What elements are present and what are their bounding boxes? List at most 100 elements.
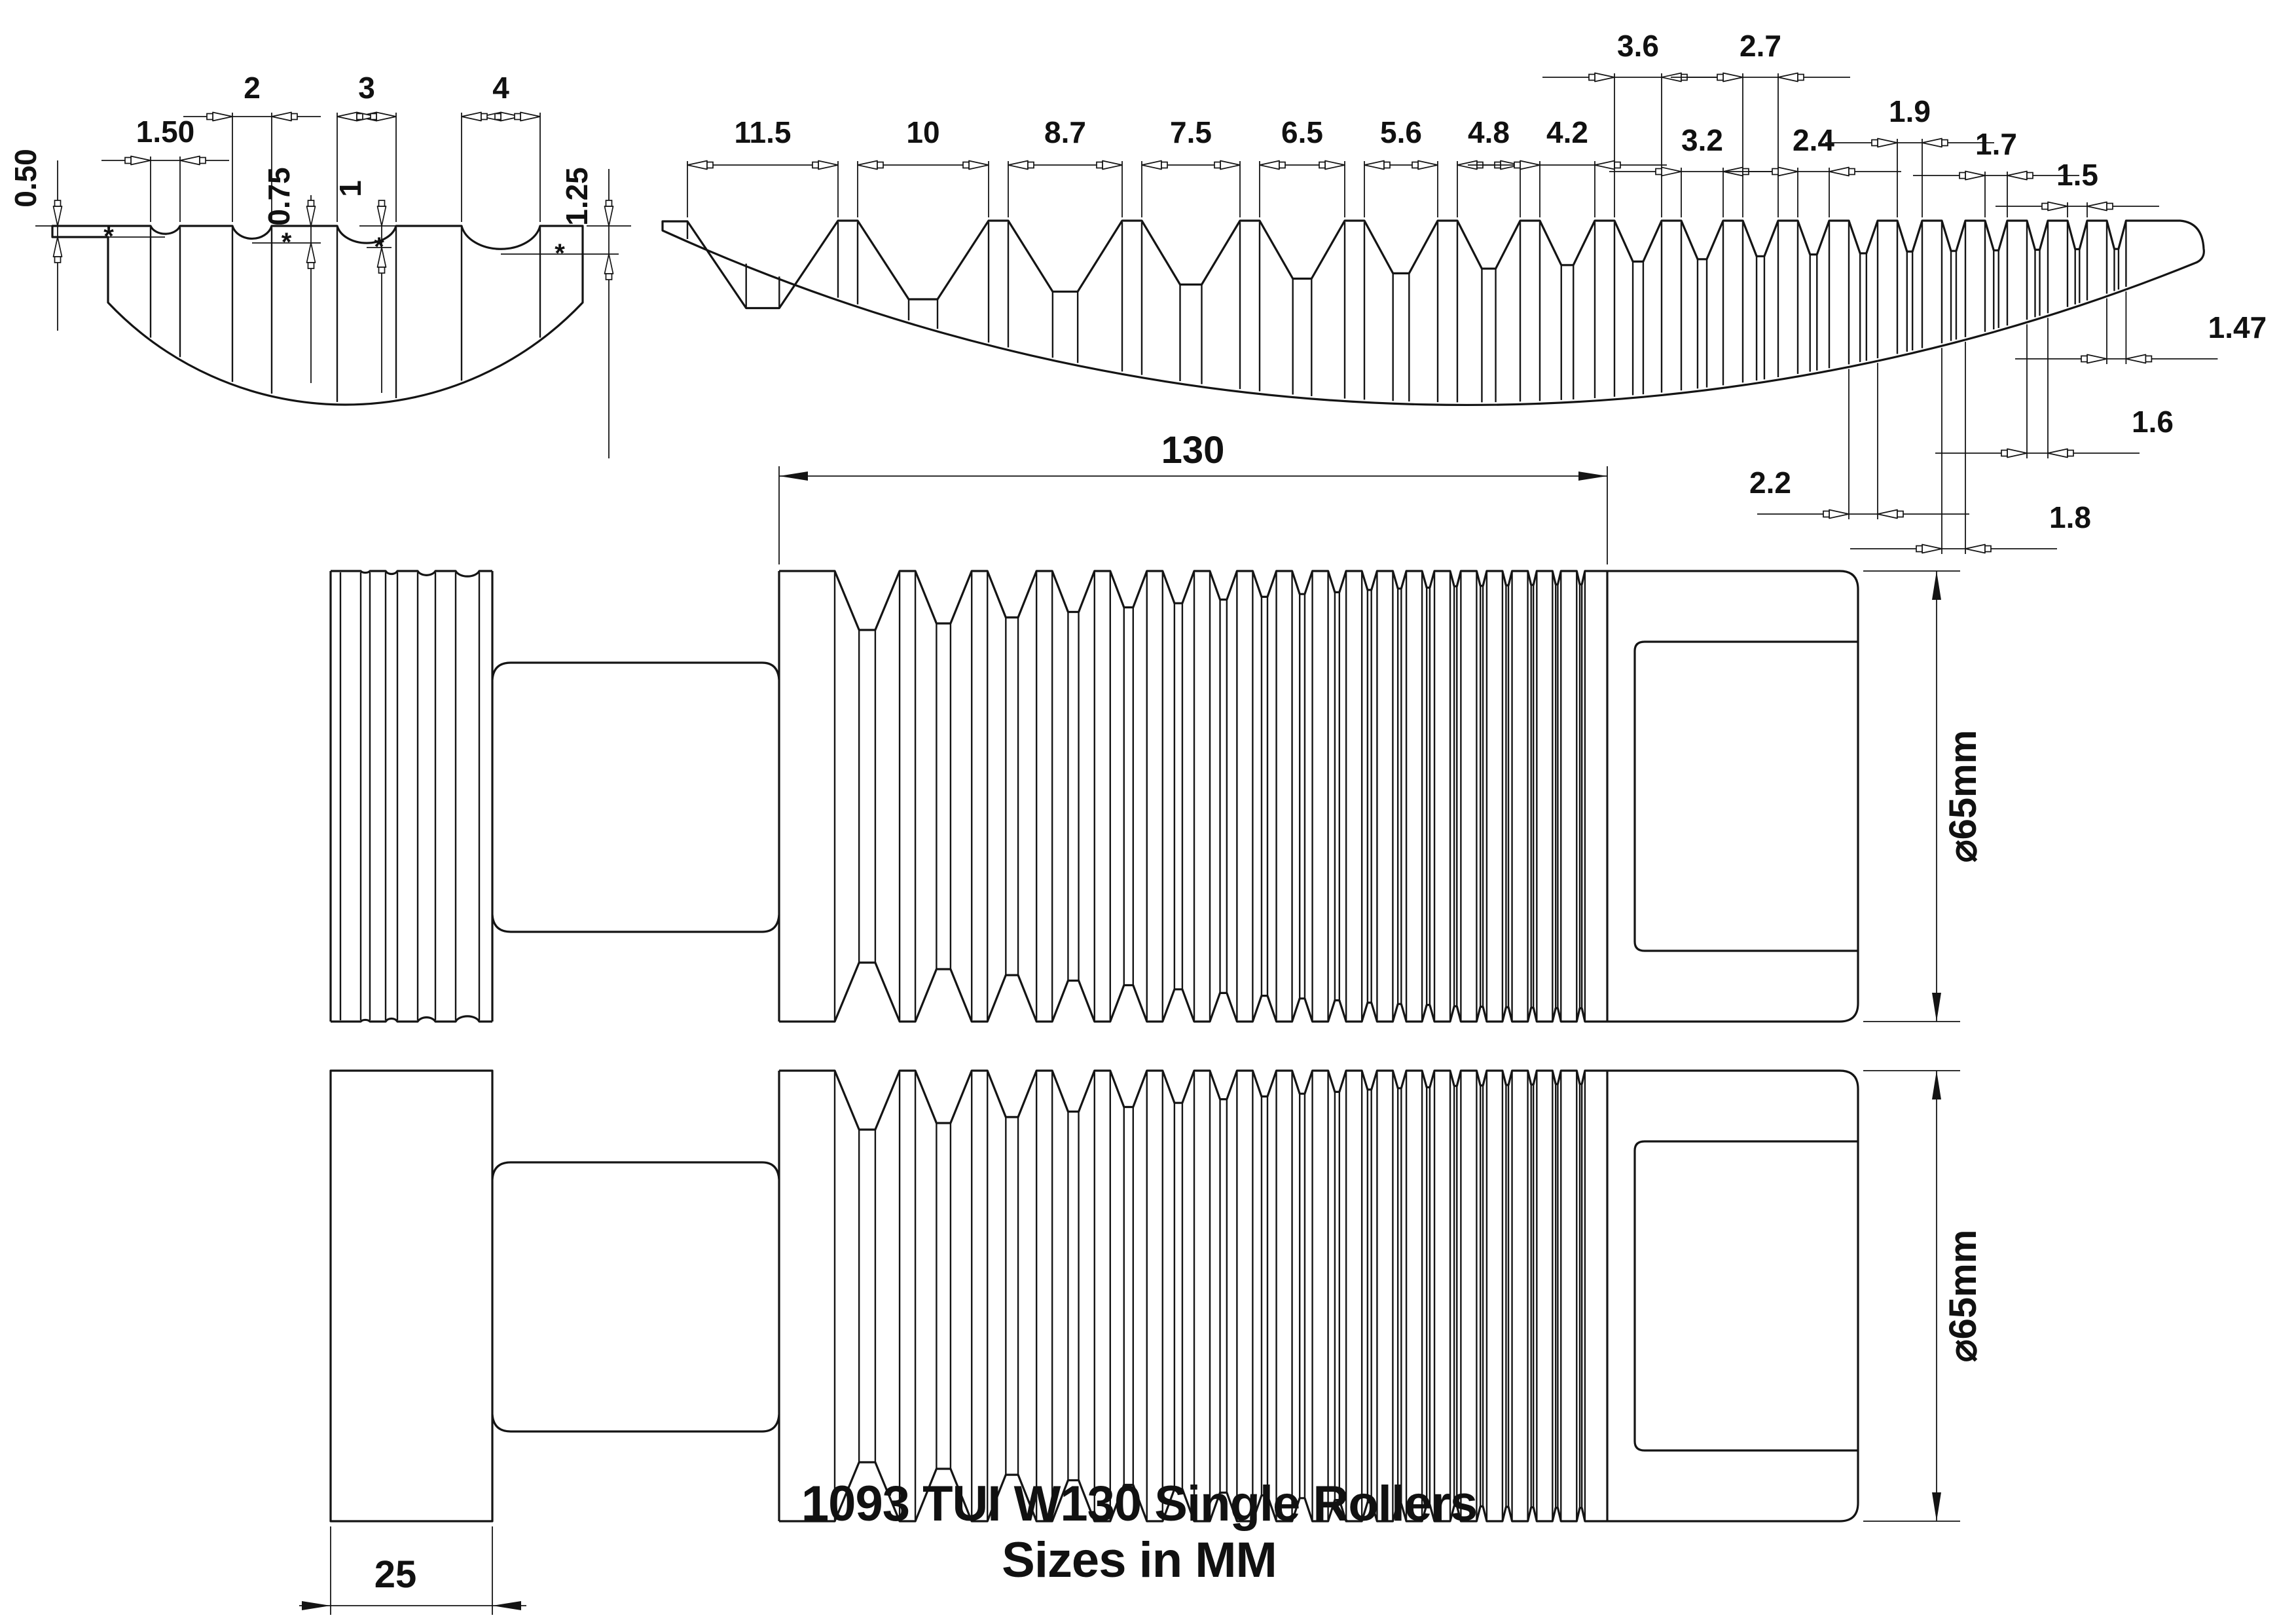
arrowhead: [818, 160, 839, 170]
arrowhead-tail: [1614, 161, 1621, 169]
hub-outline-top: [331, 570, 492, 578]
dimension-label: 3.2: [1681, 123, 1723, 157]
dimension-label: 5.6: [1380, 115, 1422, 149]
arrowhead: [52, 236, 63, 257]
arrowhead-tail: [1161, 161, 1168, 169]
arrowhead-tail: [1514, 161, 1521, 169]
dimension-label: 1: [333, 180, 367, 197]
arrowhead-tail: [1772, 168, 1779, 175]
shaft-line-top: [491, 661, 780, 680]
dimension-label: 1.47: [2208, 310, 2267, 344]
arrowhead: [857, 160, 878, 170]
barrel-outline-top: [779, 570, 1607, 631]
arrowhead: [376, 111, 397, 122]
hub-outline-bottom: [331, 1015, 492, 1023]
arrowhead-tail: [2081, 355, 2088, 363]
arrowhead-tail: [2026, 172, 2033, 179]
arrowhead-tail: [1897, 510, 1904, 518]
arrowhead-tail: [199, 157, 206, 164]
arrowhead: [271, 111, 292, 122]
asterisk-mark: *: [103, 222, 114, 251]
arrowhead: [1922, 138, 1942, 148]
arrowhead: [1777, 166, 1798, 177]
arrowhead-tail: [1717, 73, 1724, 81]
arrowhead: [968, 160, 989, 170]
arrowhead: [461, 111, 482, 122]
arrowhead-tail: [378, 267, 386, 274]
arrowhead-tail: [514, 113, 521, 120]
arrowhead: [1008, 160, 1029, 170]
dimension-label: 1.25: [560, 167, 594, 226]
arrowhead-tail: [124, 157, 132, 164]
asterisk-mark: *: [374, 232, 384, 261]
dimension-label: 2.2: [1749, 466, 1791, 500]
arrowhead: [2125, 354, 2147, 364]
drawing-title-line1: 1093 TUI W130 Single Rollers: [801, 1476, 1477, 1532]
dimension-label: 3: [358, 71, 375, 105]
asterisk-mark: *: [555, 239, 565, 268]
asterisk-mark: *: [282, 228, 292, 257]
arrowhead: [2086, 354, 2107, 364]
arrowhead-tail: [1797, 73, 1804, 81]
barrel-outline-top: [779, 1069, 1607, 1131]
arrowhead-tail: [1959, 172, 1966, 179]
arrowhead-tail: [1027, 161, 1034, 169]
flange-inner-step: [1633, 640, 1858, 952]
shaft-line-bottom: [491, 1414, 780, 1433]
dimension-label: 1.5: [2056, 158, 2098, 192]
arrowhead: [492, 1601, 521, 1610]
dimension-label: 1.8: [2049, 500, 2091, 534]
arrowhead: [1965, 170, 1986, 181]
shaft-line-top: [491, 1161, 780, 1180]
arrowhead-tail: [291, 113, 298, 120]
arrowhead: [1932, 993, 1941, 1022]
flange-outline: [1607, 570, 1859, 1023]
arrowhead: [2047, 448, 2068, 458]
arrowhead: [1932, 571, 1941, 600]
arrowhead-tail: [605, 200, 613, 207]
barrel-outline-bottom: [779, 1461, 1607, 1522]
arrowhead: [1594, 72, 1615, 83]
arrowhead-tail: [54, 256, 62, 263]
arrowhead-tail: [370, 113, 377, 120]
arrowhead: [1922, 544, 1942, 554]
arrowhead-tail: [206, 113, 213, 120]
arrowhead-tail: [877, 161, 884, 169]
dimension-label: 2: [244, 71, 261, 105]
arrowhead-tail: [1096, 161, 1103, 169]
arrowhead: [212, 111, 233, 122]
arrowhead-tail: [1383, 161, 1391, 169]
arrowhead: [1965, 544, 1986, 554]
arrowhead-tail: [356, 113, 363, 120]
dimension-label: 0.50: [9, 149, 43, 208]
dimension-label: 2.7: [1740, 29, 1781, 63]
arrowhead-tail: [378, 200, 386, 207]
arrowhead-tail: [1279, 161, 1286, 169]
arrowhead: [2047, 201, 2068, 212]
arrowhead: [130, 155, 151, 166]
arrowhead: [1829, 509, 1850, 519]
arrowhead: [1877, 509, 1898, 519]
roller-dimensions: [299, 466, 1960, 1615]
arrowhead-tail: [307, 200, 315, 207]
arrowhead-tail: [1319, 161, 1326, 169]
arrowhead-tail: [54, 200, 62, 207]
dimension-label: 3.6: [1617, 29, 1659, 63]
arrowhead: [520, 111, 541, 122]
hub-width-dim-label: 25: [374, 1553, 417, 1596]
arrowhead: [2086, 201, 2107, 212]
arrowhead: [1364, 160, 1385, 170]
dimension-label: 4.8: [1468, 115, 1510, 149]
arrowhead: [302, 1601, 331, 1610]
arrowhead-tail: [1871, 139, 1878, 147]
arrowhead: [1877, 138, 1898, 148]
arrowhead-tail: [2106, 202, 2113, 210]
arrowhead: [1661, 166, 1682, 177]
dimension-label: 2.4: [1793, 123, 1834, 157]
arrowhead: [1259, 160, 1280, 170]
arrowhead-tail: [1412, 161, 1419, 169]
arrowhead-tail: [1984, 545, 1992, 553]
